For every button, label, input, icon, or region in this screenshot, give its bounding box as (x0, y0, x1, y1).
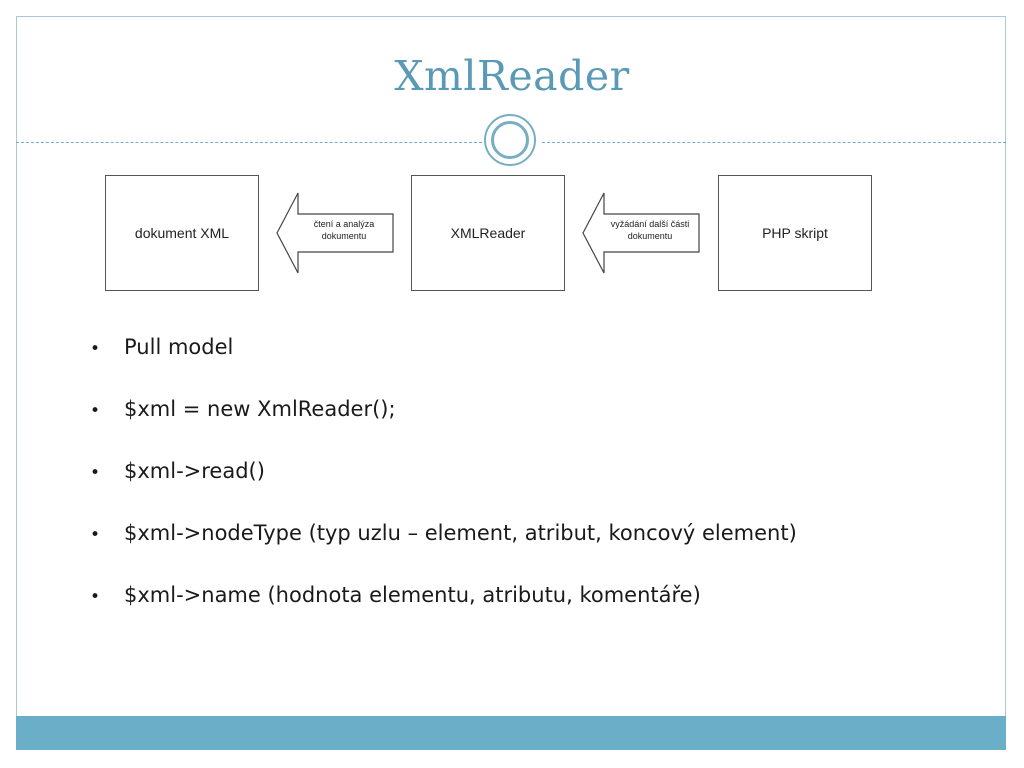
arrow-left-1: čtení a analýza dokumentu (276, 192, 394, 274)
bullet-text: $xml->read() (124, 459, 265, 483)
title-divider-left (16, 142, 482, 143)
arrow-label-2: vyžádání další části dokumentu (604, 218, 696, 242)
footer-bar (16, 716, 1006, 750)
left-arrow-icon (276, 192, 394, 274)
bullet-dot-icon: • (90, 587, 101, 607)
bullet-text: $xml = new XmlReader(); (124, 397, 396, 421)
box-php-skript: PHP skript (718, 175, 872, 291)
slide-title: XmlReader (394, 52, 630, 100)
bullet-dot-icon: • (90, 339, 101, 359)
divider-ring-ornament (484, 114, 536, 166)
bullet-item: • $xml->nodeType (typ uzlu – element, at… (90, 521, 970, 583)
arrow-label-1-line1: čtení a analýza (313, 219, 375, 229)
arrow-label-1: čtení a analýza dokumentu (298, 218, 390, 242)
bullet-text: $xml->name (hodnota elementu, atributu, … (124, 583, 701, 607)
bullet-item: • $xml = new XmlReader(); (90, 397, 970, 459)
bullet-item: • $xml->name (hodnota elementu, atributu… (90, 583, 970, 645)
bullet-item: • $xml->read() (90, 459, 970, 521)
arrow-label-2-line1: vyžádání další části (610, 219, 690, 229)
arrow-left-2: vyžádání další části dokumentu (582, 192, 700, 274)
left-arrow-icon (582, 192, 700, 274)
bullet-item: • Pull model (90, 335, 970, 397)
bullet-dot-icon: • (90, 401, 101, 421)
box-xmlreader: XMLReader (411, 175, 565, 291)
divider-ring-inner (491, 121, 529, 159)
bullet-list: • Pull model • $xml = new XmlReader(); •… (90, 335, 970, 645)
box-dokument-xml: dokument XML (105, 175, 259, 291)
bullet-text: Pull model (124, 335, 234, 359)
bullet-text: $xml->nodeType (typ uzlu – element, atri… (124, 521, 797, 545)
bullet-dot-icon: • (90, 463, 101, 483)
arrow-label-1-line2: dokumentu (321, 231, 367, 241)
arrow-label-2-line2: dokumentu (627, 231, 673, 241)
bullet-dot-icon: • (90, 525, 101, 545)
title-divider-right (542, 142, 1006, 143)
